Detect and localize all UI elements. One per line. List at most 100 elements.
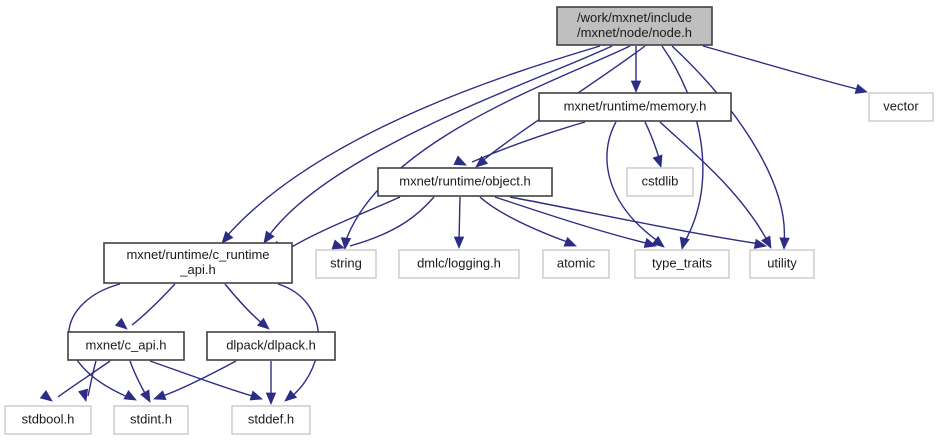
node-type_traits[interactable]: type_traits [634,249,730,279]
arrow-head-icon [643,237,657,248]
node-box[interactable] [542,249,610,279]
edge-line [349,196,435,247]
arrow-head-icon [630,80,642,94]
node-utility[interactable]: utility [749,249,815,279]
edge-mxnet_c_api_h-to-stdint_h_b [78,360,97,403]
edge-line [129,360,148,398]
node-label: type_traits [652,255,712,270]
node-box[interactable] [4,405,92,435]
edge-memory_h-to-object_h [453,121,586,166]
edge-line [509,196,761,245]
edge-memory_h-to-cstdlib [644,121,663,168]
edge-object_h-to-dmlc_logging_h [453,196,465,250]
node-label: mxnet/runtime/object.h [399,173,531,188]
arrow-head-icon [652,154,663,168]
node-node_h[interactable]: /work/mxnet/include/mxnet/node/node.h [556,6,713,46]
edge-object_h-to-string [331,196,435,250]
node-label: mxnet/runtime/memory.h [564,98,707,113]
node-box[interactable] [868,92,934,122]
edge-object_h-to-atomic [479,196,577,247]
edge-line [131,283,176,326]
arrow-head-icon [39,389,53,402]
node-box[interactable] [626,167,694,197]
arrow-head-icon [263,230,275,244]
node-label: cstdlib [642,173,679,188]
node-label: dmlc/logging.h [417,255,501,270]
arrow-head-icon [679,236,690,251]
node-box[interactable] [377,167,553,197]
arrow-head-icon [153,390,167,400]
edge-line [458,196,461,243]
edge-line [159,360,237,398]
node-label: atomic [557,255,596,270]
edge-mxnet_c_api_h-to-stdbool_h [39,360,111,402]
arrow-head-icon [753,238,768,249]
node-box[interactable] [315,249,377,279]
node-box[interactable] [103,242,293,284]
arrow-head-icon [265,392,277,406]
node-stdbool_h[interactable]: stdbool.h [4,405,92,435]
edge-object_h-to-utility [509,196,768,249]
edge-node_h-to-vector [702,45,868,94]
node-label: /work/mxnet/include [577,10,692,25]
edge-mxnet_c_api_h-to-stdint_h [129,360,151,403]
node-label: stdbool.h [22,411,75,426]
node-box[interactable] [231,405,311,435]
node-cstdlib[interactable]: cstdlib [626,167,694,197]
node-stdint_h[interactable]: stdint.h [113,405,189,435]
node-vector[interactable]: vector [868,92,934,122]
node-dmlc_logging_h[interactable]: dmlc/logging.h [398,249,520,279]
edge-memory_h-to-type_traits [606,121,665,248]
arrow-head-icon [779,237,790,251]
node-label: vector [883,98,919,113]
node-box[interactable] [749,249,815,279]
node-label: /mxnet/node/node.h [577,25,692,40]
nodes-layer: /work/mxnet/include/mxnet/node/node.h mxn… [4,6,934,435]
node-box[interactable] [538,92,732,122]
node-label: _api.h [179,262,215,277]
edge-c_runtime_api_h-to-mxnet_c_api_h [114,283,176,330]
edge-line [87,360,97,397]
arrow-head-icon [475,155,489,168]
edge-node_h-to-memory_h [630,46,642,94]
node-box[interactable] [113,405,189,435]
arrow-head-icon [123,390,137,401]
node-c_runtime_api_h[interactable]: mxnet/runtime/c_runtime_api.h [103,242,293,284]
edge-line [225,45,601,238]
node-dlpack_dlpack_h[interactable]: dlpack/dlpack.h [206,331,336,361]
arrow-head-icon [453,155,467,166]
node-stddef_h[interactable]: stddef.h [231,405,311,435]
edge-line [149,360,257,398]
edge-node_h-to-c_runtime_api_h [221,45,601,244]
arrow-head-icon [651,235,665,248]
edge-line [479,196,571,244]
edge-line [267,45,613,238]
arrow-head-icon [256,317,270,330]
node-atomic[interactable]: atomic [542,249,610,279]
edge-line [471,121,586,163]
edge-line [57,360,111,398]
edge-node_h-to-utility [671,45,790,251]
edge-memory_h-to-utility [659,121,772,249]
node-box[interactable] [634,249,730,279]
node-label: utility [767,255,797,270]
node-box[interactable] [556,6,713,46]
edge-mxnet_c_api_h-to-stddef_h [149,360,263,401]
node-label: dlpack/dlpack.h [226,337,316,352]
edge-object_h-to-type_traits [494,196,657,248]
edge-line [289,196,401,249]
edge-line [344,45,631,244]
node-box[interactable] [398,249,520,279]
node-mxnet_c_api_h[interactable]: mxnet/c_api.h [67,331,185,361]
node-string[interactable]: string [315,249,377,279]
node-object_h[interactable]: mxnet/runtime/object.h [377,167,553,197]
node-label: stdint.h [130,411,172,426]
node-box[interactable] [206,331,336,361]
node-memory_h[interactable]: mxnet/runtime/memory.h [538,92,732,122]
node-label: mxnet/runtime/c_runtime [126,247,269,262]
edge-line [661,45,704,244]
node-box[interactable] [67,331,185,361]
arrow-head-icon [114,317,128,330]
edge-c_runtime_api_h-to-dlpack_dlpack_h [224,283,270,330]
